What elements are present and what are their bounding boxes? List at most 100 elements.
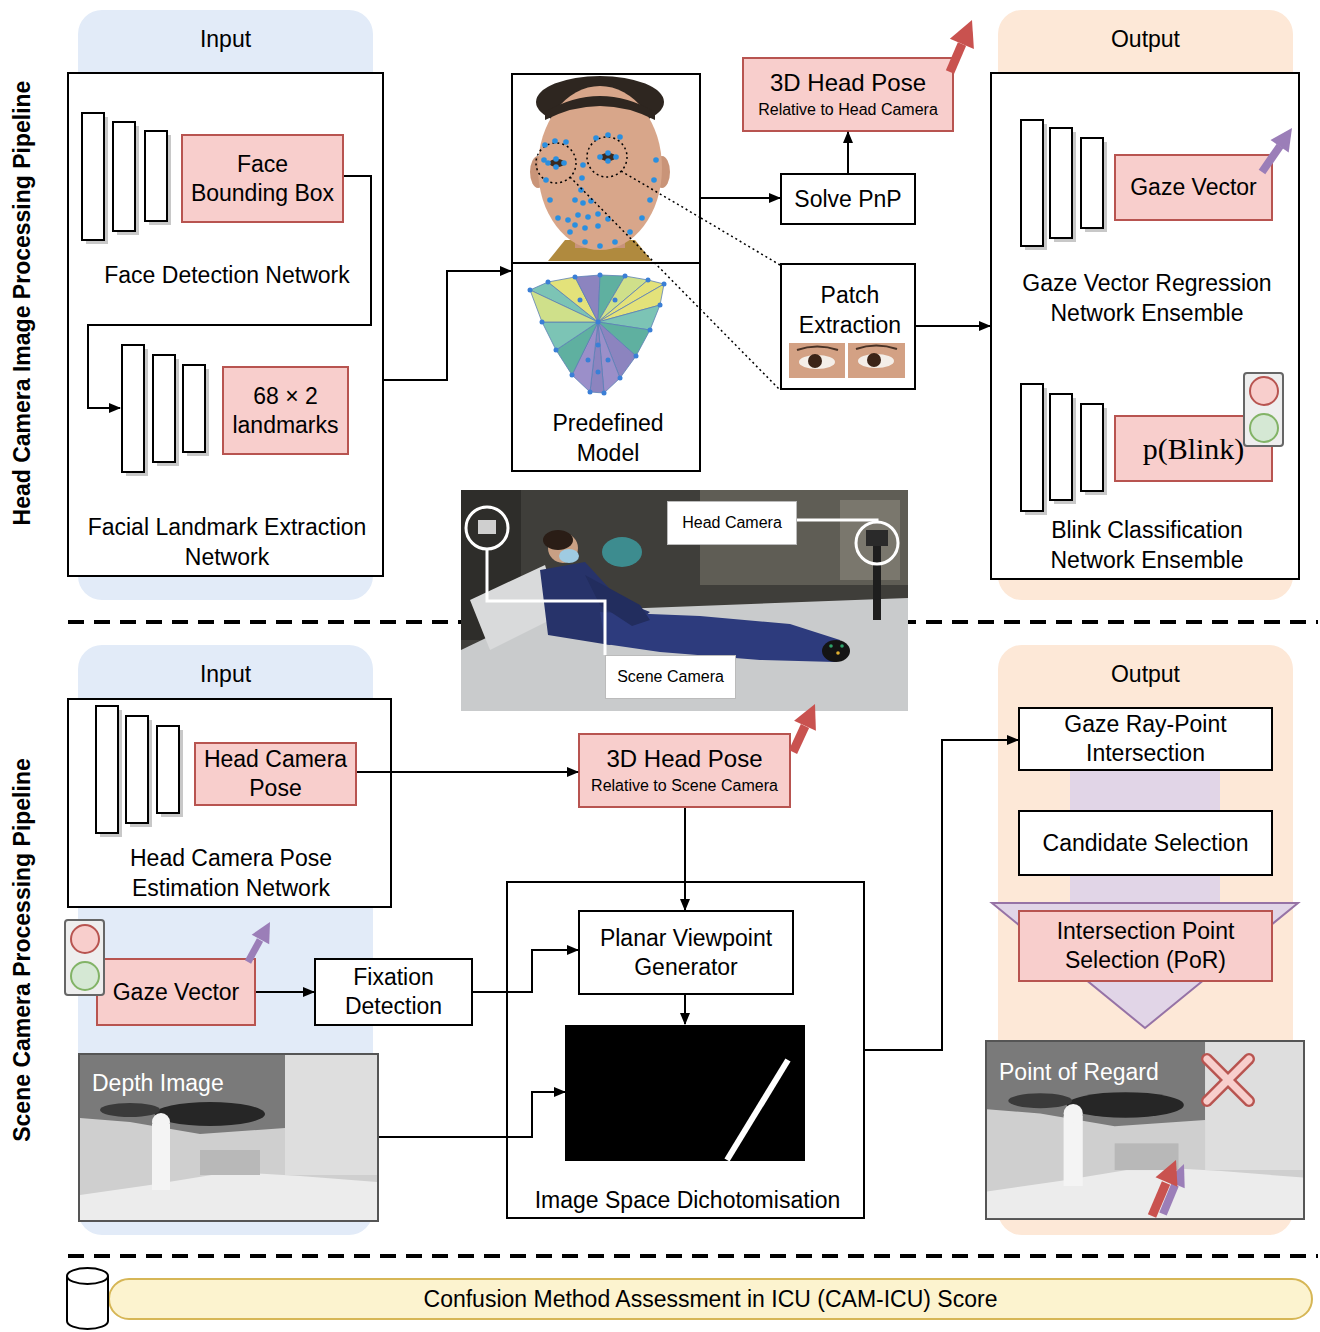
face-mesh-part-part xyxy=(596,320,601,325)
regard-marker-part-part xyxy=(1207,1059,1249,1101)
icu-photo-part xyxy=(840,644,844,648)
face-photo-part xyxy=(654,156,670,188)
callout-box: Head Camera xyxy=(667,501,797,545)
connector xyxy=(701,197,780,199)
traffic-light-icon-part xyxy=(1244,373,1283,446)
traffic-light-icon-part xyxy=(65,920,104,995)
face-mesh-part-part xyxy=(648,328,653,333)
face-mesh-part xyxy=(542,322,598,350)
traffic-light-icon xyxy=(65,373,1283,995)
face-mesh-part xyxy=(548,277,598,322)
face-photo-part-part xyxy=(553,156,559,162)
section-divider-part xyxy=(68,620,1318,624)
face-photo-part-part xyxy=(651,177,657,183)
connector xyxy=(473,950,578,992)
network-icon-part xyxy=(117,126,139,235)
face-photo-part xyxy=(575,222,625,248)
leader-line xyxy=(570,171,780,390)
pose-arrow-icon-part xyxy=(794,704,816,731)
text-holder: Image Space Dichotomisation xyxy=(512,1185,863,1215)
network-icon-part xyxy=(1025,124,1047,250)
node-text: Facial Landmark Extraction Network xyxy=(72,512,382,573)
face-photo-part-part xyxy=(613,154,619,160)
node-text: Relative to Head Camera xyxy=(748,98,948,121)
text-holder: Output xyxy=(998,659,1293,689)
network-icon-part xyxy=(153,355,175,462)
face-photo-part-part xyxy=(588,198,594,204)
face-photo-part-part xyxy=(597,154,603,160)
network-icon-part xyxy=(145,131,167,221)
icu-photo-part xyxy=(836,651,840,655)
process-box: Patch Extraction xyxy=(780,263,916,390)
network-icon-part xyxy=(96,706,118,833)
connector xyxy=(384,271,511,380)
connector xyxy=(379,1092,565,1137)
face-photo-part-part xyxy=(545,160,551,166)
face-photo-part-part xyxy=(572,222,578,228)
node-text: Predefined Model xyxy=(543,408,673,469)
node-text: Input xyxy=(78,659,373,689)
network-icon-part xyxy=(126,716,148,823)
node-text: Input xyxy=(78,24,373,54)
section-label: Scene Camera Processing Pipeline xyxy=(6,670,38,1230)
depth-image-part xyxy=(80,1055,377,1220)
icu-photo-part xyxy=(466,507,508,549)
face-mesh-part-part xyxy=(634,354,639,359)
process-box: Gaze Ray-Point Intersection xyxy=(1018,707,1273,771)
node-text: Solve PnP xyxy=(786,185,910,214)
face-mesh-part xyxy=(530,290,598,322)
face-mesh-part-part xyxy=(606,358,611,363)
eye-patch-part xyxy=(799,355,835,369)
flow-arrow-part xyxy=(1070,771,1220,810)
process-box: Solve PnP xyxy=(780,173,916,225)
face-photo-part xyxy=(511,262,701,264)
network-icon-part xyxy=(1054,398,1076,504)
face-mesh-part xyxy=(598,322,636,378)
face-mesh-part-part xyxy=(554,348,559,353)
face-mesh-part-part xyxy=(588,390,593,395)
face-mesh-part-part xyxy=(528,288,533,293)
regard-marker-part-part xyxy=(1207,1059,1249,1101)
face-photo-part-part xyxy=(561,160,567,166)
connector xyxy=(256,991,314,993)
eye-patch-part xyxy=(867,353,881,367)
face-mesh-part xyxy=(575,275,600,322)
face-photo-part xyxy=(536,76,664,128)
regard-marker-part-part xyxy=(1207,1059,1249,1101)
face-photo-part-part xyxy=(595,223,601,229)
text-holder: Point of Regard xyxy=(999,1057,1259,1087)
network-icon-part xyxy=(122,345,144,472)
eye-patch-part xyxy=(856,346,897,350)
node-text: Head Camera Pose Estimation Network xyxy=(101,843,361,904)
process-box: Gaze Vector Regression Network EnsembleB… xyxy=(990,72,1300,580)
text-holder: Blink Classification Network Ensemble xyxy=(1007,515,1287,576)
output-band: OutputGaze Ray-Point IntersectionCandida… xyxy=(998,645,1293,1235)
face-mesh-part xyxy=(598,276,648,322)
face-mesh-part-part xyxy=(596,343,601,348)
icu-photo-part xyxy=(840,500,900,580)
network-icon-part xyxy=(1085,408,1107,495)
face-mesh-part-part xyxy=(613,298,618,303)
data-box: p(Blink) xyxy=(1114,415,1273,482)
face-mesh-part-part xyxy=(658,303,663,308)
face-photo-part-part xyxy=(572,197,578,203)
face-photo-part-part xyxy=(580,162,586,168)
icu-photo-part xyxy=(461,598,908,711)
face-mesh-part-part xyxy=(646,278,651,283)
face-photo-part xyxy=(538,86,662,250)
face-photo-part-part xyxy=(565,217,571,223)
face-photo-part-part xyxy=(585,214,591,220)
icu-photo-part xyxy=(559,549,579,563)
face-photo-part-part xyxy=(597,243,603,249)
network-icon-part xyxy=(157,359,179,466)
face-mesh-part-part xyxy=(618,376,623,381)
text-holder: Head Camera Pose Estimation Network xyxy=(101,843,361,904)
icu-photo-part xyxy=(873,540,881,620)
network-icon-part xyxy=(130,720,152,827)
eye-patch-part xyxy=(858,354,894,368)
face-mesh-part-part xyxy=(573,275,578,280)
text-holder: Output xyxy=(998,24,1293,54)
text-holder: Face Detection Network xyxy=(72,260,382,290)
traffic-light-icon-part xyxy=(71,925,99,953)
face-photo-part-part xyxy=(605,150,611,156)
